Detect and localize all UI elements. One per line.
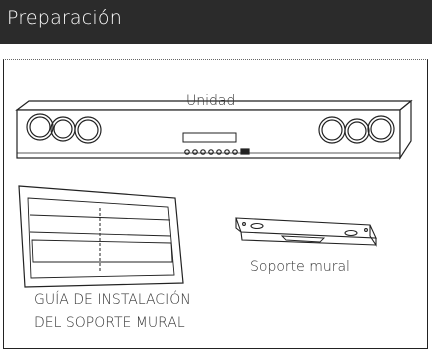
section-title: Preparación — [7, 7, 122, 29]
unit-label: Unidad — [186, 93, 236, 109]
installation-guide-illustration — [18, 185, 184, 288]
bracket-label: Soporte mural — [250, 259, 350, 275]
guide-label: GUÍA DE INSTALACIÓN DEL SOPORTE MURAL — [34, 289, 191, 335]
content-frame — [3, 59, 428, 349]
soundbar-illustration — [15, 99, 413, 161]
section-header: Preparación — [0, 0, 432, 44]
guide-label-line-2: DEL SOPORTE MURAL — [34, 315, 185, 331]
wall-bracket-illustration — [235, 217, 377, 247]
guide-label-line-1: GUÍA DE INSTALACIÓN — [34, 292, 191, 308]
